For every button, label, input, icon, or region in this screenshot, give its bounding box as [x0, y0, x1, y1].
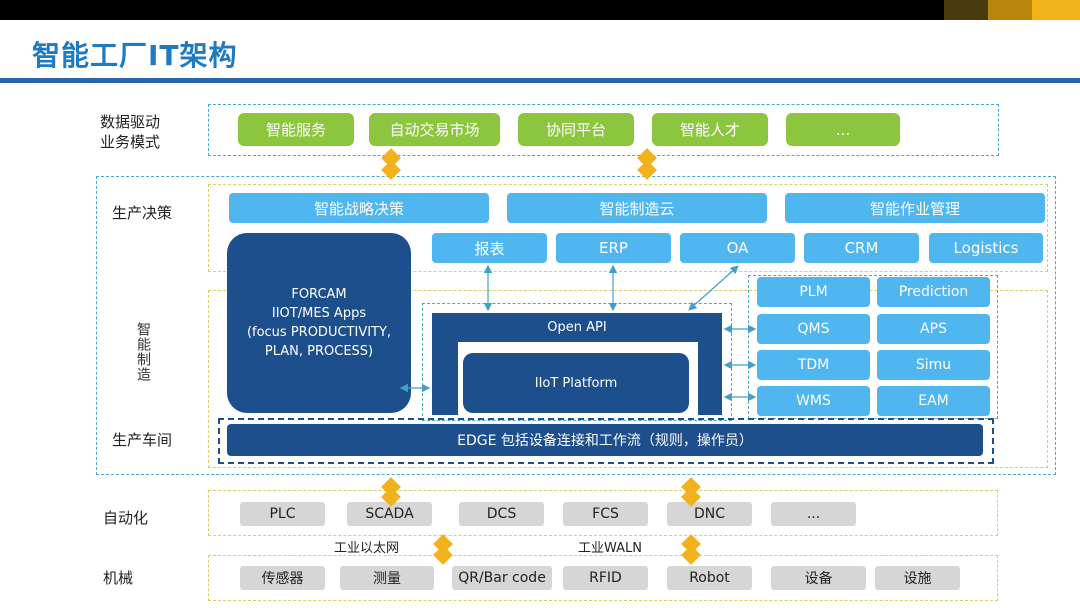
label-workshop: 生产车间	[112, 431, 173, 449]
machine-measure: 测量	[340, 566, 434, 590]
business-collab-platform: 协同平台	[518, 113, 634, 146]
label-data-driven: 数据驱动 业务模式	[100, 113, 161, 151]
decision-operations: 智能作业管理	[785, 193, 1045, 223]
module-simu: Simu	[877, 350, 990, 380]
module-qms: QMS	[757, 314, 870, 344]
module-tdm: TDM	[757, 350, 870, 380]
system-erp: ERP	[556, 233, 671, 263]
module-plm: PLM	[757, 277, 870, 307]
module-prediction: Prediction	[877, 277, 990, 307]
machine-rfid: RFID	[563, 566, 648, 590]
machinery-layer	[208, 555, 998, 601]
machine-robot: Robot	[667, 566, 752, 590]
business-smart-talent: 智能人才	[652, 113, 768, 146]
label-waln: 工业WALN	[578, 541, 643, 556]
machine-sensor: 传感器	[240, 566, 325, 590]
top-bar-accent-2	[988, 0, 1032, 20]
top-bar	[0, 0, 1080, 20]
machine-facility: 设施	[875, 566, 960, 590]
system-crm: CRM	[804, 233, 919, 263]
decision-layer	[208, 184, 1048, 272]
page-title: 智能工厂IT架构	[32, 39, 238, 72]
business-layer	[208, 104, 999, 156]
top-bar-accent-3	[1032, 0, 1080, 20]
automation-dnc: DNC	[667, 502, 752, 526]
smart-factory-frame	[96, 176, 1056, 475]
module-wms: WMS	[757, 386, 870, 416]
automation-layer	[208, 490, 998, 536]
module-eam: EAM	[877, 386, 990, 416]
business-auto-trading-market: 自动交易市场	[369, 113, 500, 146]
forcam-block: FORCAM IIOT/MES Apps (focus PRODUCTIVITY…	[227, 233, 411, 413]
automation-fcs: FCS	[563, 502, 648, 526]
edge-zone	[218, 418, 994, 464]
label-machinery: 机械	[103, 569, 134, 587]
label-automation: 自动化	[103, 509, 149, 527]
manufacturing-layer	[208, 290, 1048, 468]
machine-equipment: 设备	[771, 566, 866, 590]
business-smart-service: 智能服务	[238, 113, 354, 146]
edge-bar: EDGE 包括设备连接和工作流（规则，操作员）	[227, 424, 983, 456]
module-aps: APS	[877, 314, 990, 344]
open-api-label: Open API	[547, 319, 607, 335]
label-decision: 生产决策	[112, 204, 173, 222]
system-report: 报表	[432, 233, 547, 263]
system-logistics: Logistics	[929, 233, 1043, 263]
automation-plc: PLC	[240, 502, 325, 526]
decision-mfg-cloud: 智能制造云	[507, 193, 767, 223]
business-more: ...	[786, 113, 900, 146]
machine-qr-barcode: QR/Bar code	[452, 566, 552, 590]
top-bar-accent-1	[944, 0, 988, 20]
automation-more: ...	[771, 502, 856, 526]
iiot-platform: IIoT Platform	[463, 353, 689, 413]
label-smart-mfg: 智能制造	[135, 322, 151, 382]
label-ethernet: 工业以太网	[334, 541, 400, 556]
title-rule	[0, 78, 1080, 83]
automation-dcs: DCS	[459, 502, 544, 526]
decision-strategy: 智能战略决策	[229, 193, 489, 223]
system-oa: OA	[680, 233, 795, 263]
